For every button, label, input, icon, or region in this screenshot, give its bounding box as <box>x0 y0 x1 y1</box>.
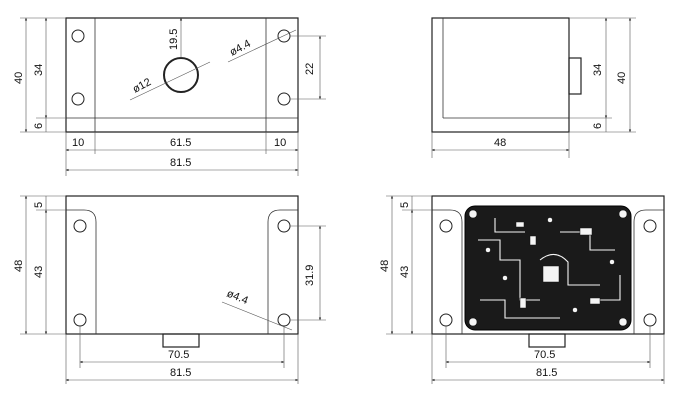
pcb-right-flange <box>633 209 664 334</box>
top-mount-hole-tl <box>73 219 87 233</box>
top-mount-hole-diameter: ø4.4 <box>225 288 250 307</box>
front-mount-hole-tr <box>277 29 291 43</box>
pcb-connector <box>528 333 566 348</box>
front-hole-leader <box>129 61 211 101</box>
front-hole-center-height: 19.5 <box>168 29 180 50</box>
pcb-via-1 <box>485 247 491 253</box>
top-right-flange <box>267 209 298 334</box>
pcb-component-4 <box>579 227 593 236</box>
pcb-corner-pad-tr <box>618 209 628 219</box>
top-mount-hole-br <box>277 313 291 327</box>
top-width-total: 81.5 <box>170 367 191 379</box>
pcb-trace-3 <box>560 231 615 251</box>
pcb-component-5 <box>589 297 601 305</box>
front-height-body: 34 <box>33 64 45 76</box>
pcb-via-4 <box>572 307 578 313</box>
side-connector <box>568 57 582 95</box>
pcb-via-2 <box>502 275 508 281</box>
front-mount-hole-tl <box>71 29 85 43</box>
front-center-hole <box>163 57 199 93</box>
front-width-total: 81.5 <box>170 157 191 169</box>
top-mount-leader <box>221 301 293 331</box>
front-mount-hole-spacing: 22 <box>304 63 316 75</box>
front-mount-hole-bl <box>71 92 85 106</box>
top-mount-hole-spacing: 31.9 <box>304 265 316 286</box>
pcb-mount-hole-tl <box>439 219 453 233</box>
front-mount-hole-diameter: ø4.4 <box>228 38 253 59</box>
top-mount-hole-bl <box>73 313 87 327</box>
top-depth-total: 48 <box>13 260 25 272</box>
pcb-depth-total: 48 <box>379 260 391 272</box>
top-mount-hole-tr <box>277 219 291 233</box>
pcb-trace-2 <box>480 299 560 319</box>
pcb-top-margin: 5 <box>399 202 411 208</box>
pcb-depth-inner: 43 <box>399 266 411 278</box>
pcb-mount-hole-bl <box>439 313 453 327</box>
pcb-trace-6 <box>600 275 621 301</box>
pcb-via-5 <box>547 217 553 223</box>
side-view: 34 40 6 48 <box>431 17 636 158</box>
front-base-step <box>66 117 298 132</box>
pcb-corner-pad-br <box>618 317 628 327</box>
side-height-base: 6 <box>592 123 604 129</box>
pcb-mount-hole-tr <box>643 219 657 233</box>
front-height-total: 40 <box>13 72 25 84</box>
pcb-left-flange <box>432 209 463 334</box>
front-flange-right: 10 <box>274 137 286 149</box>
top-hole-spacing-width: 70.5 <box>168 349 189 361</box>
pcb-via-3 <box>609 259 615 265</box>
pcb-component-1 <box>515 221 525 228</box>
side-depth: 48 <box>494 137 506 149</box>
top-body-outline <box>65 195 299 335</box>
front-view: 19.5 ø12 ø4.4 22 40 34 6 10 61.5 10 81.5 <box>13 17 326 176</box>
circuit-traces <box>468 209 628 327</box>
front-mount-hole-br <box>277 92 291 106</box>
top-left-flange <box>66 209 97 334</box>
pcb-view: 5 48 43 70.5 81.5 <box>379 195 665 384</box>
top-margin: 5 <box>33 202 45 208</box>
pcb-trace-5 <box>494 218 525 233</box>
pcb-mount-hole-br <box>643 313 657 327</box>
pcb-component-3 <box>542 265 560 283</box>
side-body-outline <box>431 17 570 133</box>
pcb-width-total: 81.5 <box>536 367 557 379</box>
pcb-trace-4 <box>539 253 600 286</box>
front-hole-diameter: ø12 <box>131 76 153 96</box>
front-height-base: 6 <box>33 123 45 129</box>
top-depth-inner: 43 <box>33 266 45 278</box>
pcb-component-6 <box>519 297 527 309</box>
pcb-corner-pad-bl <box>468 317 478 327</box>
side-height-body: 34 <box>592 64 604 76</box>
top-view: ø4.4 31.9 5 48 43 70.5 81.5 <box>13 195 326 384</box>
side-height-total: 40 <box>616 72 628 84</box>
pcb-hole-spacing-width: 70.5 <box>534 349 555 361</box>
pcb-component-2 <box>529 235 537 246</box>
front-center-width: 61.5 <box>170 137 191 149</box>
front-mount-leader <box>227 29 297 63</box>
top-connector <box>162 333 200 348</box>
front-flange-left: 10 <box>72 137 84 149</box>
pcb-corner-pad-tl <box>468 209 478 219</box>
